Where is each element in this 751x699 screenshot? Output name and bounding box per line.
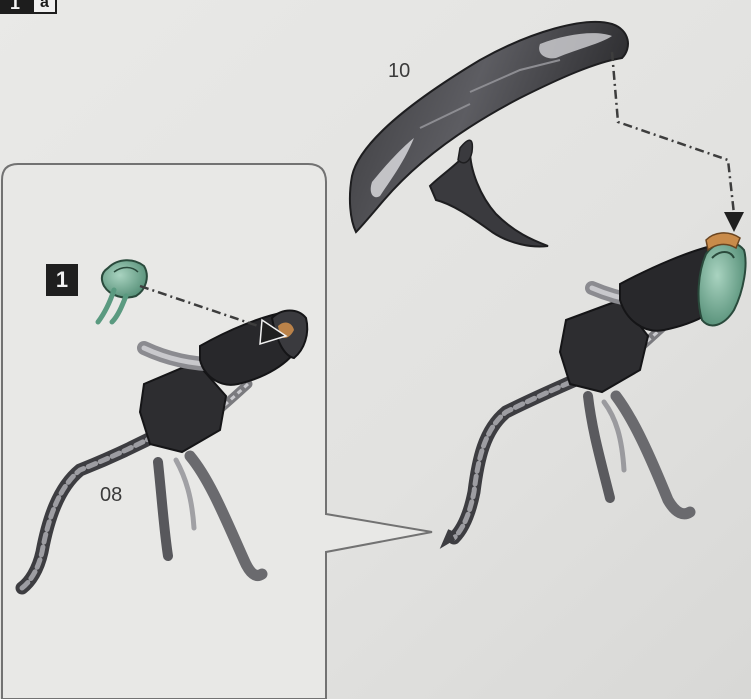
- claw-part-label: 10: [388, 60, 410, 83]
- step-number: 1: [0, 0, 34, 14]
- substep-badge: 1: [46, 264, 78, 296]
- step-badge: 1 a: [0, 0, 57, 14]
- body-part-label: 08: [100, 484, 122, 507]
- step-sub-letter: a: [34, 0, 57, 14]
